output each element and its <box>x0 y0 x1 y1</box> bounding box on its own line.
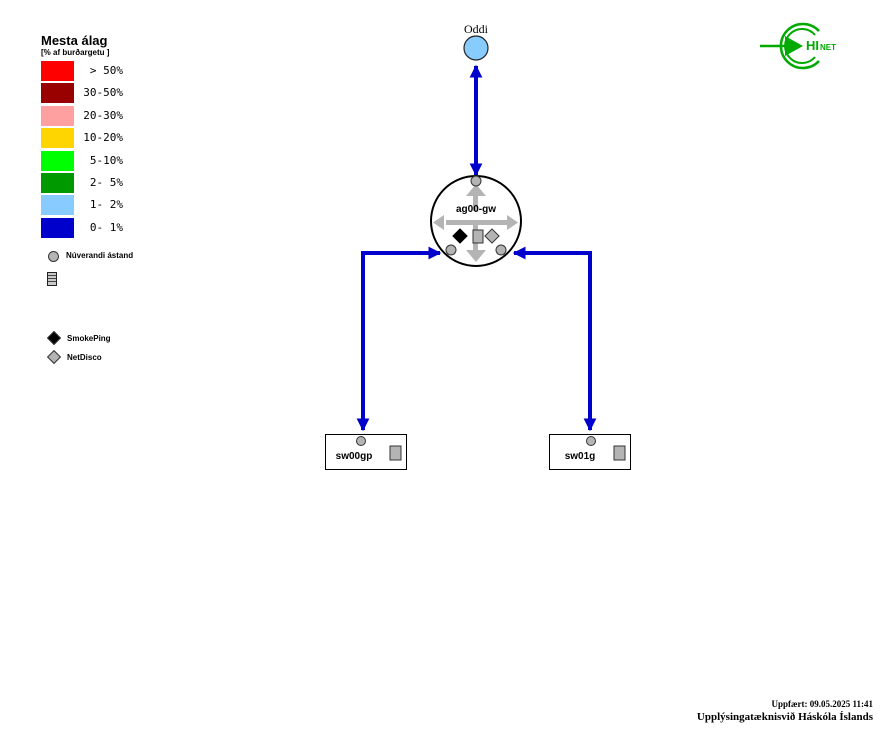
legend-swatch <box>41 150 74 171</box>
legend-scale-row: 0- 1% <box>41 217 171 240</box>
legend-scale-label: 20-30% <box>83 108 123 122</box>
status-circle-icon <box>445 244 457 256</box>
server-icon[interactable] <box>472 229 484 244</box>
legend-swatch <box>41 61 74 81</box>
legend-scale-label: 10-20% <box>83 131 123 145</box>
legend-swatch <box>41 83 74 104</box>
legend-swatch <box>41 195 74 216</box>
oddi-label: Oddi <box>464 22 489 36</box>
legend-swatch <box>41 105 74 126</box>
switch-sw01g-node[interactable]: sw01g <box>549 434 631 470</box>
gateway-label: ag00-gw <box>456 204 496 215</box>
legend-scale: > 50% 30-50% 20-30% 10-20% 5-10% 2- 5% 1… <box>41 61 171 240</box>
server-icon[interactable] <box>389 445 402 461</box>
legend-smokeping-label: SmokePing <box>67 334 111 343</box>
legend-scale-row: 1- 2% <box>41 195 171 217</box>
legend-scale-label: 2- 5% <box>89 175 123 189</box>
organization-name: Upplýsingatæknisvið Háskóla Íslands <box>696 711 873 723</box>
status-circle-icon <box>586 436 596 446</box>
legend-swatch <box>41 128 74 149</box>
legend-scale-row: > 50% <box>41 61 171 83</box>
legend-scale-row: 2- 5% <box>41 172 171 195</box>
legend-netdisco-label: NetDisco <box>67 353 102 362</box>
switch-sw01g-label: sw01g <box>565 451 596 462</box>
status-circle-icon <box>48 251 59 262</box>
legend-scale-label: 0- 1% <box>89 220 123 234</box>
legend-scale-row: 5-10% <box>41 150 171 173</box>
status-circle-icon <box>356 436 366 446</box>
netdisco-diamond-icon[interactable] <box>484 228 500 244</box>
status-circle-icon <box>470 175 482 187</box>
server-icon[interactable] <box>613 445 626 461</box>
oddi-node[interactable] <box>463 35 489 61</box>
legend-scale-row: 30-50% <box>41 83 171 105</box>
legend-scale-label: 30-50% <box>83 86 123 100</box>
legend-title: Mesta álag <box>41 33 108 48</box>
smokeping-diamond-icon[interactable] <box>452 228 468 244</box>
logo-text-sub: NET <box>820 43 836 52</box>
footer: Uppfært: 09.05.2025 11:41 Upplýsingatækn… <box>697 698 873 724</box>
switch-sw00gp-node[interactable]: sw00gp <box>325 434 407 470</box>
status-circle-icon <box>495 244 507 256</box>
legend-scale-label: 1- 2% <box>89 198 123 212</box>
logo-text-main: HI <box>806 38 819 53</box>
legend-server-item <box>47 272 57 288</box>
legend-swatch <box>41 172 74 193</box>
legend: Mesta álag [% af burðargetu ] > 50% 30-5… <box>41 34 171 240</box>
legend-scale-row: 20-30% <box>41 105 171 128</box>
link-gateway-sw00gp[interactable] <box>356 246 442 432</box>
legend-status-label: Núverandi ástand <box>66 251 134 260</box>
legend-scale-label: 5-10% <box>89 153 123 167</box>
switch-sw00gp-label: sw00gp <box>336 451 373 462</box>
legend-scale-label: > 50% <box>89 64 123 77</box>
hinet-logo: HI NET <box>760 22 836 70</box>
legend-subtitle: [% af burðargetu ] <box>41 48 110 57</box>
updated-timestamp: Uppfært: 09.05.2025 11:41 <box>771 699 874 709</box>
gateway-node[interactable]: ag00-gw <box>430 175 522 267</box>
server-icon <box>47 272 57 286</box>
link-gateway-sw01g[interactable] <box>512 246 597 432</box>
legend-swatch <box>41 217 74 238</box>
legend-scale-row: 10-20% <box>41 128 171 150</box>
